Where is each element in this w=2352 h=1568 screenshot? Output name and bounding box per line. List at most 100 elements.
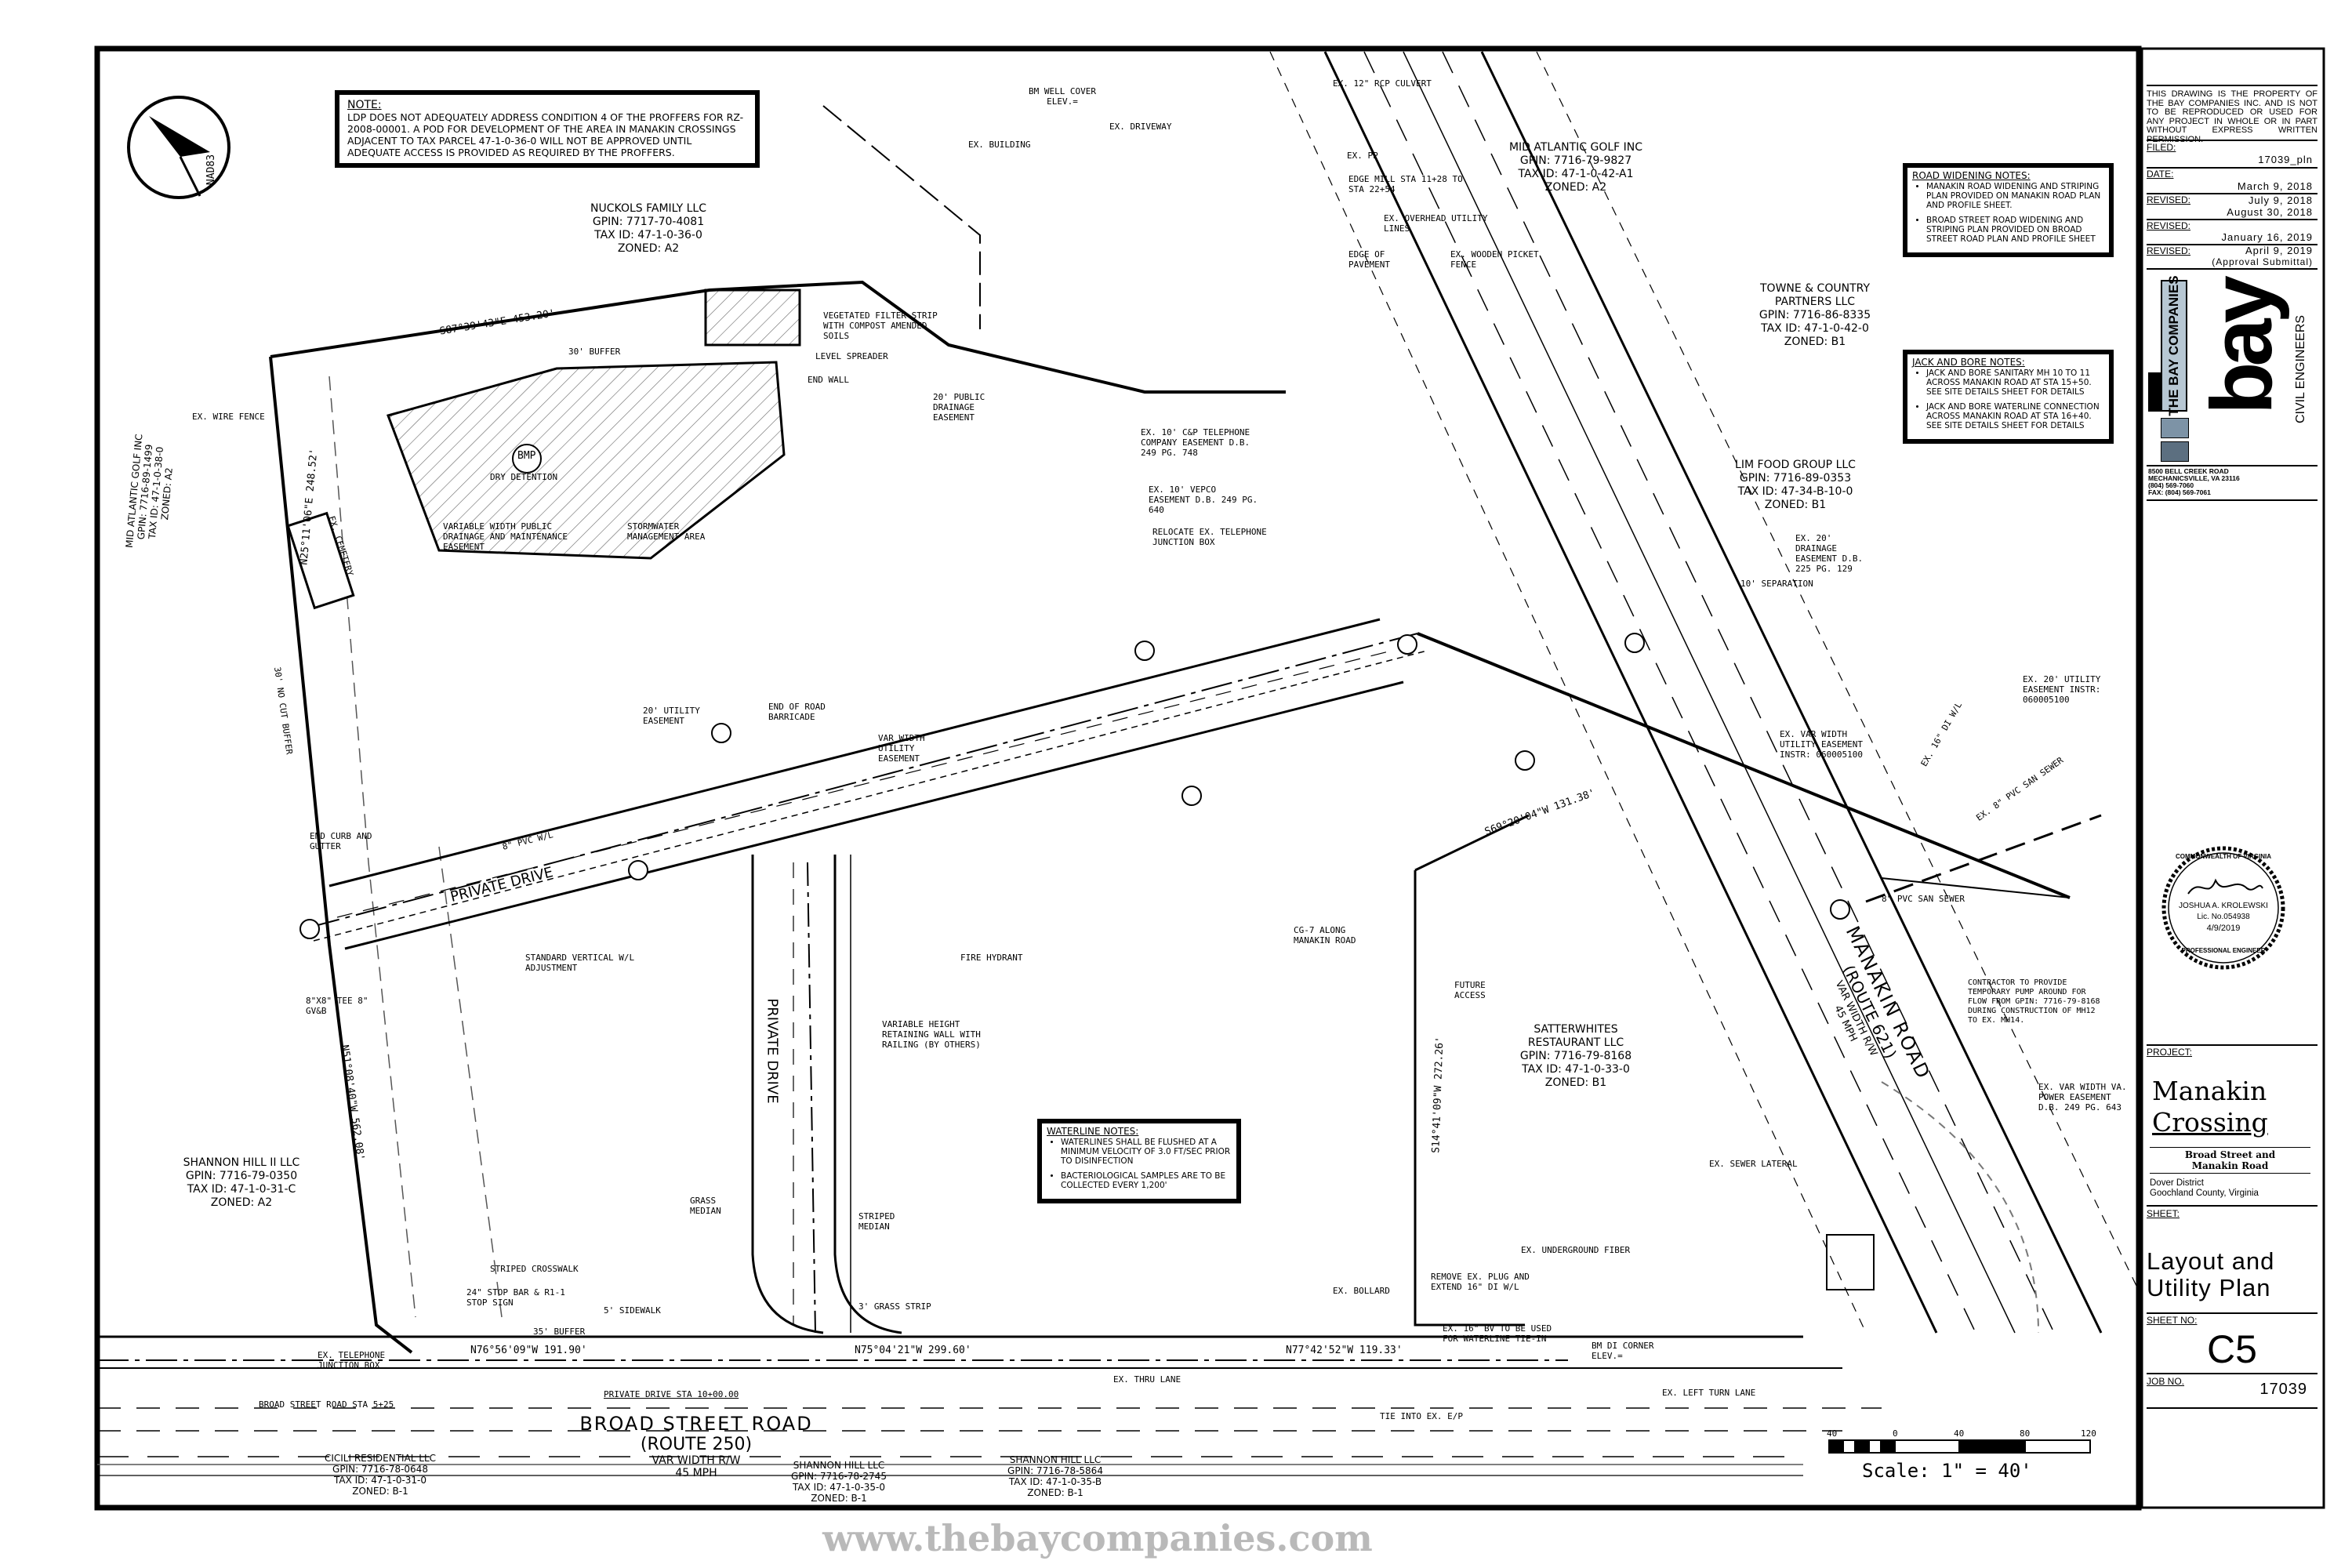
annotation: VEGETATED FILTER STRIP WITH COMPOST AMEN… bbox=[823, 310, 938, 341]
waterline-note: WATERLINES SHALL BE FLUSHED AT A MINIMUM… bbox=[1061, 1138, 1232, 1166]
vegetated-filter-strip bbox=[704, 289, 801, 347]
annotation: BM DI CORNER ELEV.= bbox=[1592, 1341, 1654, 1361]
annotation: EX. PP bbox=[1347, 151, 1378, 161]
bmp-dry-detention-area bbox=[387, 361, 786, 560]
annotation: STRIPED CROSSWALK bbox=[490, 1264, 579, 1274]
structure-markers bbox=[299, 633, 1850, 939]
annotation: EX. TELEPHONE JUNCTION BOX bbox=[318, 1350, 386, 1370]
annotation: END OF ROAD BARRICADE bbox=[768, 702, 826, 722]
jack-and-bore-notes-title: JACK AND BORE NOTES: bbox=[1912, 357, 2025, 368]
annotation: REMOVE EX. PLUG AND EXTEND 16" DI W/L bbox=[1431, 1272, 1530, 1292]
annotation: N76°56'09"W 191.90' bbox=[470, 1345, 587, 1356]
property-statement: THIS DRAWING IS THE PROPERTY OF THE BAY … bbox=[2147, 89, 2318, 143]
annotation: STRIPED MEDIAN bbox=[858, 1211, 895, 1232]
annotation: EX. 12" RCP CULVERT bbox=[1333, 78, 1432, 89]
annotation: 35' BUFFER bbox=[533, 1327, 586, 1337]
annotation: 30' BUFFER bbox=[568, 347, 621, 357]
annotation: EX. BUILDING bbox=[968, 140, 1031, 150]
annotation: EX. VAR WIDTH UTILITY EASEMENT INSTR: 06… bbox=[1780, 729, 1863, 760]
date-value: March 9, 2018 bbox=[2237, 180, 2313, 192]
date-label: DATE: bbox=[2147, 169, 2174, 180]
annotation: EX. WIRE FENCE bbox=[192, 412, 265, 422]
revised-date: April 9, 2019 bbox=[2245, 245, 2313, 256]
annotation: EX. 16" BV TO BE USED FOR WATERLINE TIE-… bbox=[1443, 1323, 1552, 1344]
private-drive-label: PRIVATE DRIVE bbox=[764, 998, 781, 1104]
annotation: 24" STOP BAR & R1-1 STOP SIGN bbox=[466, 1287, 565, 1308]
annotation: VARIABLE HEIGHT RETAINING WALL WITH RAIL… bbox=[882, 1019, 981, 1050]
scale-tick: 120 bbox=[2081, 1428, 2096, 1439]
parcel-line-satterwhites bbox=[1414, 870, 1525, 1327]
annotation: VAR WIDTH UTILITY EASEMENT bbox=[878, 733, 925, 764]
broad-street-road bbox=[97, 1335, 1882, 1476]
north-arrow-icon bbox=[127, 96, 230, 199]
filed-label: FILED: bbox=[2147, 142, 2176, 153]
property-boundary bbox=[270, 280, 1286, 394]
sheet-no-label: SHEET NO: bbox=[2147, 1315, 2198, 1326]
north-arrow: NAD83 bbox=[125, 94, 232, 201]
revised-label: REVISED: bbox=[2147, 194, 2191, 205]
road-widening-note: BROAD STREET ROAD WIDENING AND STRIPING … bbox=[1926, 216, 2104, 244]
main-note-text: LDP DOES NOT ADEQUATELY ADDRESS CONDITIO… bbox=[347, 111, 744, 158]
scale-label: Scale: 1" = 40' bbox=[1862, 1460, 2032, 1482]
annotation: EX. 10' VEPCO EASEMENT D.B. 249 PG. 640 bbox=[1149, 485, 1258, 515]
sheet-label: SHEET: bbox=[2147, 1208, 2180, 1219]
annotation: VARIABLE WIDTH PUBLIC DRAINAGE AND MAINT… bbox=[443, 521, 568, 552]
revised-date: January 16, 2019 bbox=[2221, 231, 2313, 243]
property-boundary-west bbox=[269, 356, 413, 1354]
annotation: 8" PVC SAN SEWER bbox=[1882, 894, 1965, 904]
jack-and-bore-note: JACK AND BORE SANITARY MH 10 TO 11 ACROS… bbox=[1926, 368, 2104, 397]
annotation: EX. UNDERGROUND FIBER bbox=[1521, 1245, 1631, 1255]
job-number: 17039 bbox=[2259, 1381, 2307, 1398]
annotation: 5' SIDEWALK bbox=[604, 1305, 661, 1316]
annotation: EX. VAR WIDTH VA. POWER EASEMENT D.B. 24… bbox=[2038, 1082, 2127, 1112]
logo-tagline: CIVIL ENGINEERS bbox=[2294, 314, 2307, 424]
annotation: EDGE OF PAVEMENT bbox=[1348, 249, 1390, 270]
north-arrow-label: NAD83 bbox=[205, 154, 218, 186]
annotation: EX. BOLLARD bbox=[1333, 1286, 1390, 1296]
watermark: www.thebaycompanies.com bbox=[822, 1517, 1373, 1559]
annotation: BMP bbox=[517, 450, 536, 462]
annotation: EX. 10' C&P TELEPHONE COMPANY EASEMENT D… bbox=[1141, 427, 1250, 458]
project-label: PROJECT: bbox=[2147, 1047, 2193, 1058]
main-note-box: NOTE: LDP DOES NOT ADEQUATELY ADDRESS CO… bbox=[335, 90, 760, 168]
annotation: STORMWATER MANAGEMENT AREA bbox=[627, 521, 706, 542]
scale-tick: 40 bbox=[1827, 1428, 1838, 1439]
company-logo: THE BAY COMPANIES bay CIVIL ENGINEERS bbox=[2148, 275, 2313, 466]
sheet-number: C5 bbox=[2207, 1327, 2257, 1371]
job-no-label: JOB NO. bbox=[2147, 1376, 2185, 1387]
annotation: BM WELL COVER ELEV.= bbox=[1028, 86, 1097, 107]
annotation: 8"x8" TEE 8" GV&B bbox=[306, 996, 368, 1016]
revised-label: REVISED: bbox=[2147, 245, 2191, 256]
annotation: EX. 20' DRAINAGE EASEMENT D.B. 225 PG. 1… bbox=[1795, 533, 1864, 574]
annotation: STANDARD VERTICAL W/L ADJUSTMENT bbox=[525, 953, 635, 973]
road-widening-notes: ROAD WIDENING NOTES: MANAKIN ROAD WIDENI… bbox=[1903, 163, 2114, 257]
annotation: 10' SEPARATION bbox=[1740, 579, 1813, 589]
drawing-frame bbox=[94, 45, 2142, 1511]
revised-label: REVISED: bbox=[2147, 220, 2191, 231]
annotation: TIE INTO EX. E/P bbox=[1380, 1411, 1463, 1421]
annotation: EX. 20' UTILITY EASEMENT INSTR: 06000510… bbox=[2023, 674, 2101, 705]
broad-street-road-label: BROAD STREET ROAD (ROUTE 250) VAR WIDTH … bbox=[579, 1413, 813, 1479]
project-name-line1: Manakin bbox=[2152, 1076, 2267, 1106]
waterline-note: BACTERIOLOGICAL SAMPLES ARE TO BE COLLEC… bbox=[1061, 1171, 1232, 1190]
annotation: 3' GRASS STRIP bbox=[858, 1301, 931, 1312]
private-drive bbox=[751, 855, 902, 1334]
scale-tick: 80 bbox=[2020, 1428, 2031, 1439]
revised-date: July 9, 2018 bbox=[2248, 194, 2313, 206]
annotation: RELOCATE EX. TELEPHONE JUNCTION BOX bbox=[1152, 527, 1267, 547]
annotation: N75°04'21"W 299.60' bbox=[855, 1345, 971, 1356]
annotation: FIRE HYDRANT bbox=[960, 953, 1023, 963]
waterline-notes-title: WATERLINE NOTES: bbox=[1047, 1126, 1139, 1137]
road-widening-notes-title: ROAD WIDENING NOTES: bbox=[1912, 170, 2031, 181]
waterline-notes: WATERLINE NOTES: WATERLINES SHALL BE FLU… bbox=[1037, 1119, 1241, 1203]
utility-lines bbox=[97, 105, 2102, 1465]
filed-value: 17039_pln bbox=[2258, 154, 2313, 165]
revised-date: August 30, 2018 bbox=[2227, 206, 2313, 218]
